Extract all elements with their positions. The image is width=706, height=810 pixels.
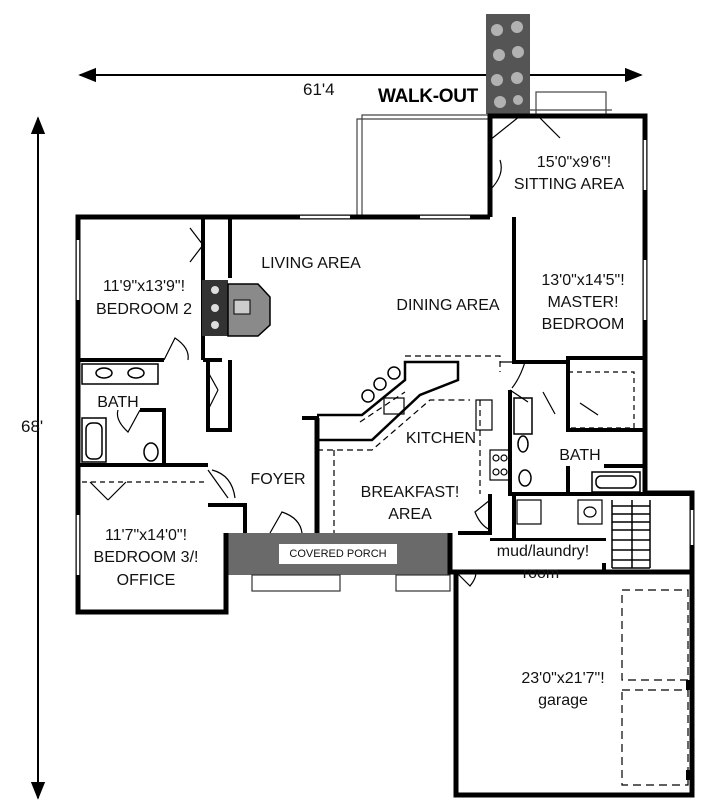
tree-icons — [486, 14, 530, 114]
foyer-label: FOYER — [250, 471, 306, 488]
fridge-icon — [475, 399, 493, 431]
width-dimension-label: 61'4 — [303, 80, 335, 99]
sitting-area-size: 15'0"x9'6"! — [536, 154, 612, 171]
bedroom-3-size: 11'7"x14'0"! — [104, 527, 188, 544]
bedroom-3-name-1: BEDROOM 3/! — [93, 549, 199, 566]
bedroom-2-name: BEDROOM 2 — [95, 301, 192, 318]
kitchen-counter — [317, 360, 460, 442]
sink-icon — [383, 397, 405, 415]
dining-area-label: DINING AREA — [396, 297, 500, 314]
garage-door-stops — [686, 680, 692, 780]
stairs — [611, 500, 651, 569]
bedroom-3-name-2: OFFICE — [116, 572, 176, 589]
master-bedroom-size: 13'0"x14'5"! — [541, 272, 625, 289]
bath-master-label: BATH — [559, 447, 601, 464]
stove-icon — [489, 449, 511, 481]
covered-porch-label: COVERED PORCH — [279, 544, 397, 564]
garage-doors — [621, 589, 689, 786]
fireplace — [202, 280, 271, 337]
kitchen-dashed-lines — [317, 355, 501, 533]
bedroom-2-size: 11'9"x13'9"! — [102, 278, 186, 295]
breakfast-name-2: AREA — [388, 506, 432, 523]
breakfast-name-1: BREAKFAST! — [360, 484, 460, 501]
windows — [76, 140, 694, 575]
kitchen-label: KITCHEN — [405, 430, 477, 447]
porch-steps — [251, 574, 451, 592]
bath-fixtures — [81, 363, 641, 493]
stool-icons — [361, 366, 401, 403]
walkout-label: WALK-OUT — [378, 86, 478, 107]
living-area-label: LIVING AREA — [261, 255, 361, 272]
master-bedroom-name-1: MASTER! — [547, 294, 619, 311]
bath-left-label: BATH — [97, 394, 139, 411]
door-swings — [116, 115, 605, 587]
depth-dimension-label: 68' — [21, 417, 44, 436]
mud-laundry-name-1: mud/laundry! — [480, 541, 606, 563]
garage-size: 23'0"x21'7"! — [521, 670, 605, 687]
sitting-area-name: SITTING AREA — [513, 176, 625, 193]
master-bedroom-name-2: BEDROOM — [541, 316, 625, 333]
laundry-appliances — [516, 499, 603, 525]
mud-laundry-name-2: room — [522, 565, 560, 582]
garage-name: garage — [538, 692, 588, 709]
interior-walls — [78, 217, 690, 572]
closets — [82, 227, 635, 501]
